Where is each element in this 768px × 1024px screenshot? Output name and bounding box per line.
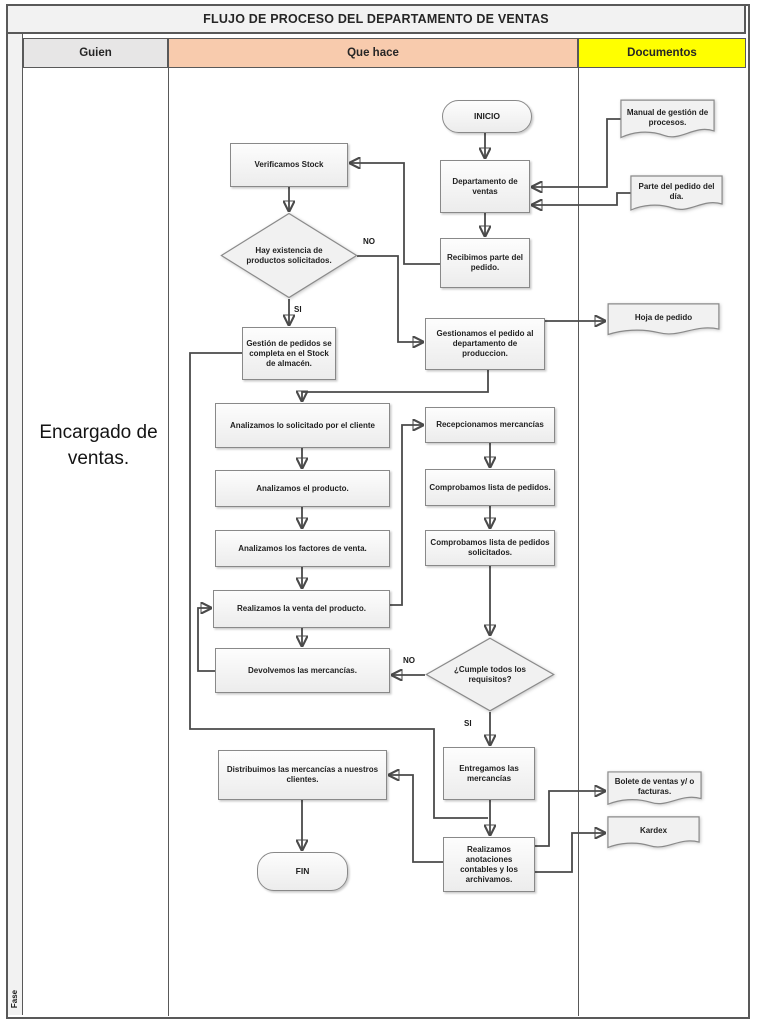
flow-step-analizamos-factores: Analizamos los factores de venta. [215,530,390,567]
page-title: FLUJO DE PROCESO DEL DEPARTAMENTO DE VEN… [6,4,746,34]
lane-header-documentos: Documentos [578,38,746,68]
document-shape [607,771,702,809]
document-parte-pedido: Parte del pedido del día. [630,175,723,215]
flow-step-gestionamos-pedido: Gestionamos el pedido al departamento de… [425,318,545,370]
document-label: Manual de gestión de procesos. [626,107,709,127]
lane-header-que-hace: Que hace [168,38,578,68]
step-label: Entregamos las mercancías [459,763,519,783]
flow-step-recibimos-pedido: Recibimos parte del pedido. [440,238,530,288]
terminator-label: FIN [295,866,310,877]
document-shape [607,816,700,852]
terminator-fin: FIN [257,852,348,891]
terminator-inicio: INICIO [442,100,532,133]
document-shape [630,175,723,215]
document-label: Parte del pedido del día. [638,181,715,201]
document-label: Kardex [639,825,668,835]
fase-lane [6,34,23,1015]
diamond-shape [220,212,358,299]
step-label: Realizamos la venta del producto. [237,604,366,613]
flow-step-analizamos-producto: Analizamos el producto. [215,470,390,507]
flow-step-anotaciones: Realizamos anotaciones contables y los a… [443,837,535,892]
document-label: Bolete de ventas y/ o facturas. [614,776,695,796]
flow-step-analizamos-solicitado: Analizamos lo solicitado por el cliente [215,403,390,448]
step-label: Gestión de pedidos se completa en el Sto… [246,338,332,368]
flow-step-devolvemos: Devolvemos las mercancías. [215,648,390,693]
document-kardex: Kardex [607,816,700,852]
decision-label: Hay existencia de productos solicitados. [246,245,332,265]
step-label: Comprobamos lista de pedidos solicitados… [430,538,550,557]
step-label: Analizamos lo solicitado por el cliente [230,420,375,430]
branch-label-no-2: NO [403,656,415,665]
document-manual-gestion: Manual de gestión de procesos. [620,99,715,143]
decision-label: ¿Cumple todos los requisitos? [454,664,526,684]
decision-cumple-requisitos: ¿Cumple todos los requisitos? [425,637,555,712]
terminator-label: INICIO [474,111,500,122]
step-label: Distribuimos las mercancías a nuestros c… [226,765,379,784]
flow-step-comprobamos-solicitados: Comprobamos lista de pedidos solicitados… [425,530,555,566]
step-label: Comprobamos lista de pedidos. [429,482,551,492]
document-hoja-pedido: Hoja de pedido [607,303,720,339]
document-shape [607,303,720,339]
flow-step-departamento-ventas: Departamento de ventas [440,160,530,213]
step-label: Analizamos el producto. [256,483,349,493]
document-shape [620,99,715,143]
flow-step-distribuimos: Distribuimos las mercancías a nuestros c… [218,750,387,800]
branch-label-si-2: SI [464,719,472,728]
flow-step-gestion-pedidos: Gestión de pedidos se completa en el Sto… [242,327,336,380]
document-boleta-facturas: Bolete de ventas y/ o facturas. [607,771,702,809]
branch-label-no-1: NO [363,237,375,246]
flow-step-verificamos-stock: Verificamos Stock [230,143,348,187]
flow-step-comprobamos-lista: Comprobamos lista de pedidos. [425,469,555,506]
actor-label: Encargado de ventas. [39,422,158,469]
step-label: Departamento de ventas [452,176,518,196]
flow-step-recepcionamos: Recepcionamos mercancías [425,407,555,443]
step-label: Recepcionamos mercancías [436,420,544,429]
lane-header-guien: Guien [23,38,168,68]
lane-divider-documentos [578,68,579,1016]
lane-divider-guien [168,68,169,1016]
step-label: Recibimos parte del pedido. [446,253,524,272]
branch-label-si-1: SI [294,305,302,314]
flow-step-entregamos: Entregamos las mercancías [443,747,535,800]
step-label: Analizamos los factores de venta. [238,543,367,553]
step-label: Realizamos anotaciones contables y los a… [460,844,518,884]
step-label: Gestionamos el pedido al departamento de… [436,329,534,358]
fase-lane-label: Fase [9,989,19,1009]
flow-step-realizamos-venta: Realizamos la venta del producto. [213,590,390,628]
decision-hay-existencia: Hay existencia de productos solicitados. [220,212,358,299]
document-label: Hoja de pedido [634,312,693,322]
step-label: Devolvemos las mercancías. [248,665,357,675]
table-frame [6,4,750,1019]
step-label: Verificamos Stock [254,160,324,169]
